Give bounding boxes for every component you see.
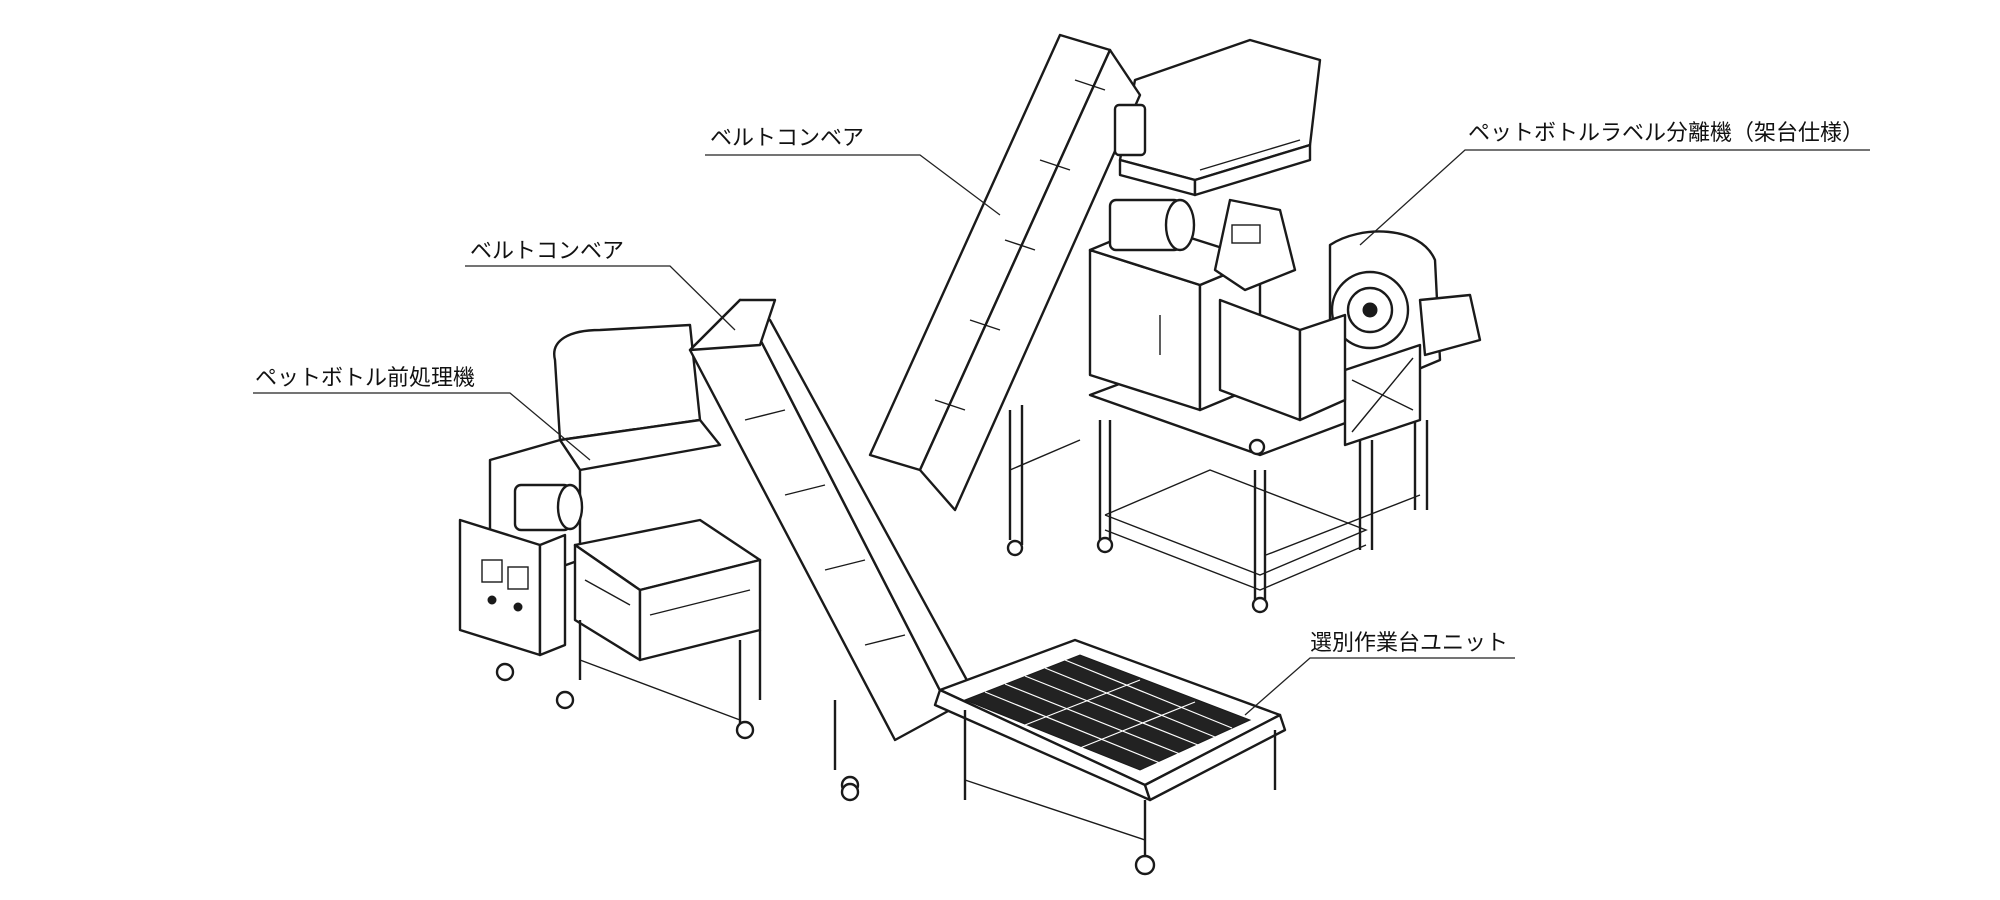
callout-lower-conveyor: ベルトコンベア (465, 239, 736, 331)
label-lower-conveyor: ベルトコンベア (470, 239, 624, 264)
callout-label-separator: ペットボトルラベル分離機（架台仕様） (1359, 121, 1870, 246)
label-sorting-unit: 選別作業台ユニット (1310, 631, 1508, 656)
callout-sorting-unit: 選別作業台ユニット (1244, 631, 1515, 716)
upper-belt-conveyor (868, 33, 1147, 557)
label-label-separator: ペットボトルラベル分離機（架台仕様） (1468, 121, 1864, 146)
callout-upper-conveyor: ベルトコンベア (705, 126, 1001, 216)
label-separator-machine (1088, 38, 1482, 614)
sorting-worktable-unit (840, 638, 1287, 876)
pretreatment-machine (458, 323, 762, 740)
label-pretreatment: ペットボトル前処理機 (255, 366, 475, 391)
label-upper-conveyor: ベルトコンベア (710, 126, 864, 151)
lower-belt-conveyor (688, 298, 977, 795)
callout-pretreatment: ペットボトル前処理機 (253, 366, 591, 461)
